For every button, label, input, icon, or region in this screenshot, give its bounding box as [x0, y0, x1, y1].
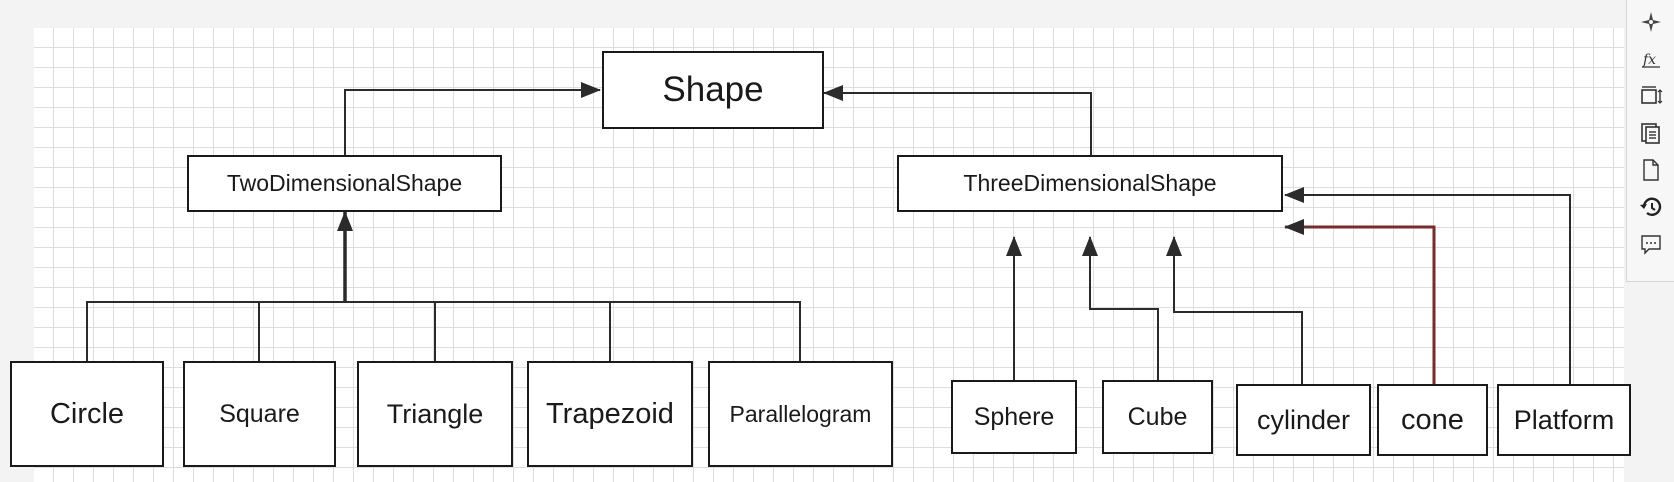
edge-cube-to-3d[interactable] [1082, 236, 1159, 380]
resize-icon [1640, 86, 1662, 104]
navigate-icon [1640, 12, 1661, 32]
edge-cylinder-to-3d[interactable] [1166, 236, 1303, 384]
node-platform[interactable]: Platform [1497, 384, 1631, 456]
edge-circle-to-2d[interactable] [86, 301, 345, 361]
resize-button[interactable] [1635, 80, 1667, 112]
comment-button[interactable] [1635, 228, 1667, 260]
node-trapezoid[interactable]: Trapezoid [527, 361, 693, 467]
node-cube[interactable]: Cube [1102, 380, 1213, 454]
node-cone[interactable]: cone [1377, 384, 1488, 456]
comment-icon [1640, 235, 1661, 255]
svg-text:fx: fx [1642, 52, 1656, 68]
node-three-dimensional-shape[interactable]: ThreeDimensionalShape [897, 155, 1283, 212]
function-button[interactable]: fx [1635, 43, 1667, 75]
node-two-dimensional-shape[interactable]: TwoDimensionalShape [187, 155, 502, 212]
pages-icon [1640, 123, 1660, 144]
node-circle[interactable]: Circle [10, 361, 164, 467]
history-icon [1639, 197, 1661, 216]
edge-3d-to-shape[interactable] [823, 85, 1092, 155]
node-square[interactable]: Square [183, 361, 336, 467]
document-icon [1642, 159, 1659, 181]
navigate-button[interactable] [1635, 6, 1667, 38]
edge-platform-to-3d[interactable] [1284, 187, 1571, 384]
edge-2d-to-shape[interactable] [344, 82, 601, 155]
edge-cone-to-3d[interactable] [1284, 219, 1436, 384]
pages-button[interactable] [1635, 117, 1667, 149]
node-triangle[interactable]: Triangle [357, 361, 513, 467]
node-cylinder[interactable]: cylinder [1236, 384, 1371, 456]
document-button[interactable] [1635, 154, 1667, 186]
function-icon: fx [1641, 52, 1660, 68]
node-parallelogram[interactable]: Parallelogram [708, 361, 893, 467]
history-button[interactable] [1635, 191, 1667, 223]
node-sphere[interactable]: Sphere [951, 380, 1077, 454]
node-shape[interactable]: Shape [602, 51, 824, 129]
right-toolbar: fx [1626, 0, 1674, 282]
edge-parallelogram-to-2d[interactable] [345, 301, 801, 361]
